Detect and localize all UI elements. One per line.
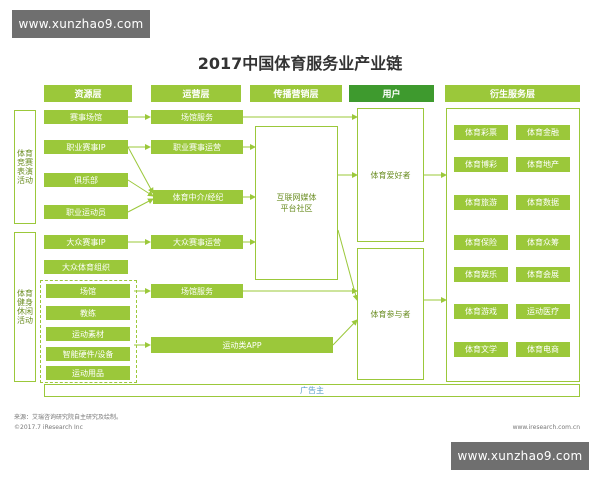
line-proip-to-agency xyxy=(127,146,154,194)
media-platform-community: 互联网媒体 平台社区 xyxy=(255,126,338,280)
derivative-item: 体育电商 xyxy=(516,342,570,357)
derivative-item: 体育众筹 xyxy=(516,235,570,250)
header-resource-layer: 资源层 xyxy=(44,85,132,102)
user-sports-fans: 体育爱好者 xyxy=(357,108,424,242)
resource-pro-ip: 职业赛事IP xyxy=(44,140,128,154)
header-derivative-layer: 衍生服务层 xyxy=(445,85,580,102)
operation-venue-service-2: 场馆服务 xyxy=(151,284,243,298)
header-media-layer: 传播营销层 xyxy=(250,85,342,102)
resource-club: 俱乐部 xyxy=(44,173,128,187)
resource-mass-org: 大众体育组织 xyxy=(44,260,128,274)
resource-athlete: 职业运动员 xyxy=(44,205,128,219)
derivative-item: 体育地产 xyxy=(516,157,570,172)
operation-mass-event-ops: 大众赛事运营 xyxy=(151,235,243,249)
line-media-to-part xyxy=(337,229,359,301)
diagram-title: 2017中国体育服务业产业链 xyxy=(197,54,403,73)
resource-smart-hardware: 智能硬件/设备 xyxy=(46,347,130,361)
operation-venue-service: 场馆服务 xyxy=(151,110,243,124)
operation-sports-app: 运动类APP xyxy=(151,337,333,353)
derivative-item: 体育博彩 xyxy=(454,157,508,172)
line-club-to-agency xyxy=(127,179,154,197)
footer-source: 来源：艾瑞咨询研究院自主研究及绘制。 xyxy=(14,414,123,421)
derivative-item: 体育保险 xyxy=(454,235,508,250)
operation-pro-event-ops: 职业赛事运营 xyxy=(151,140,243,154)
derivative-item: 体育彩票 xyxy=(454,125,508,140)
user-sports-participants: 体育参与者 xyxy=(357,248,424,380)
side-label-competitive: 体育竞赛表演活动 xyxy=(14,110,36,224)
footer-site: www.iresearch.com.cn xyxy=(512,424,580,431)
resource-material: 运动素材 xyxy=(46,327,130,341)
resource-mass-ip: 大众赛事IP xyxy=(44,235,128,249)
derivative-item: 体育文学 xyxy=(454,342,508,357)
resource-venue: 赛事场馆 xyxy=(44,110,128,124)
advertiser-bar: 广告主 xyxy=(44,384,580,397)
operation-agency: 体育中介/经纪 xyxy=(153,190,243,204)
side-label-fitness: 体育健身休闲活动 xyxy=(14,232,36,382)
derivative-item: 体育会展 xyxy=(516,267,570,282)
derivative-item: 体育旅游 xyxy=(454,195,508,210)
derivative-item: 体育数据 xyxy=(516,195,570,210)
resource-goods: 运动用品 xyxy=(46,366,130,380)
header-user-layer: 用户 xyxy=(349,85,434,102)
derivative-item: 运动医疗 xyxy=(516,304,570,319)
derivative-item: 体育金融 xyxy=(516,125,570,140)
watermark-top: www.xunzhao9.com xyxy=(12,10,150,38)
derivative-item: 体育游戏 xyxy=(454,304,508,319)
resource-coach: 教练 xyxy=(46,306,130,320)
footer-copyright: ©2017.7 iResearch Inc xyxy=(14,424,83,431)
derivative-item: 体育娱乐 xyxy=(454,267,508,282)
line-athlete-to-agency xyxy=(127,198,154,213)
line-app-to-part xyxy=(332,319,358,346)
header-operation-layer: 运营层 xyxy=(151,85,241,102)
watermark-bottom: www.xunzhao9.com xyxy=(451,442,589,470)
resource-fitness-group xyxy=(40,280,137,383)
resource-gym: 场馆 xyxy=(46,284,130,298)
